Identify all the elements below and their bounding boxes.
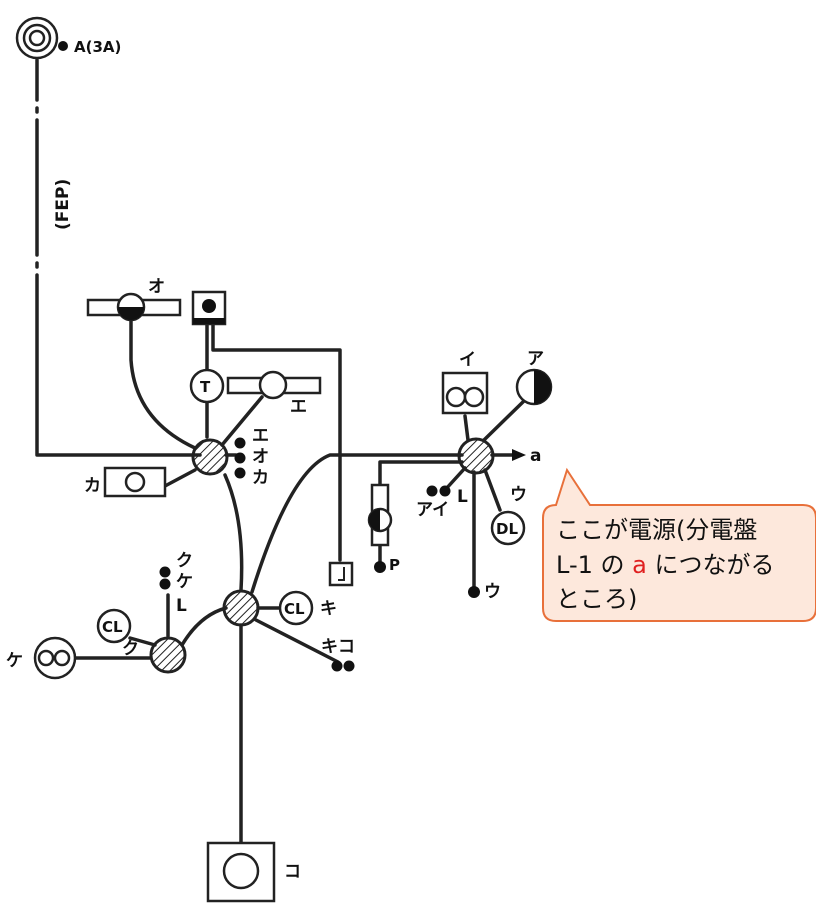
ceiling-light-ki: CL キ bbox=[278, 590, 337, 626]
fixture-i: イ bbox=[441, 350, 489, 415]
fluorescent-fixture-e: エ bbox=[226, 370, 322, 417]
switch-group-ail: アイ L bbox=[416, 485, 468, 520]
label-p: P bbox=[389, 556, 400, 574]
label-ku2: ク bbox=[122, 639, 139, 659]
symbol-cl-ku: CL bbox=[102, 618, 123, 636]
label-ko: コ bbox=[284, 862, 301, 882]
junction-box-4 bbox=[149, 636, 187, 674]
label-i-top: イ bbox=[459, 350, 476, 370]
label-a-top: ア bbox=[527, 349, 544, 369]
callout-line-2: L-1 の a につながる bbox=[556, 551, 775, 579]
fixture-ke: ケ bbox=[6, 636, 77, 680]
switch-u bbox=[468, 586, 480, 598]
label-o-top: オ bbox=[148, 277, 165, 297]
label-kiko: キコ bbox=[321, 637, 355, 657]
label-u-bottom: ウ bbox=[484, 582, 501, 602]
ceiling-fixture-a3a: A(3A) bbox=[15, 16, 121, 60]
callout-line-1: ここが電源(分電盤 bbox=[556, 516, 757, 544]
label-sw-ai: アイ bbox=[416, 500, 449, 520]
fluorescent-fixture-o: オ bbox=[86, 277, 182, 322]
label-sw-ka: カ bbox=[252, 468, 269, 488]
label-ki: キ bbox=[320, 599, 337, 619]
label-sw-l: L bbox=[457, 487, 468, 507]
switch-group-eoka: エ オ カ bbox=[234, 426, 269, 488]
label-fep: (FEP) bbox=[53, 179, 73, 230]
callout-power-source: ここが電源(分電盤 L-1 の a につながる ところ) bbox=[542, 467, 816, 622]
fixture-ko: コ bbox=[206, 841, 301, 903]
label-u-dl: ウ bbox=[510, 485, 527, 505]
wires bbox=[35, 58, 527, 845]
switch-group-kukel: ク ケ L bbox=[159, 551, 193, 616]
callout-line-3: ところ) bbox=[556, 585, 637, 613]
outlet-box bbox=[191, 290, 227, 326]
feed-arrow-icon bbox=[512, 449, 526, 461]
timer-switch-t: T bbox=[189, 368, 225, 404]
downlight-dl: DL ウ bbox=[490, 485, 527, 546]
label-ke-left: ケ bbox=[6, 651, 23, 671]
label-ke1: ケ bbox=[176, 572, 193, 592]
label-e-mid: エ bbox=[290, 397, 307, 417]
fluorescent-fixture-p: P bbox=[367, 483, 400, 574]
label-l1: L bbox=[176, 596, 187, 616]
symbol-cl-ki: CL bbox=[284, 600, 305, 618]
label-sw-o: オ bbox=[252, 447, 269, 467]
label-ku1: ク bbox=[176, 551, 193, 571]
junction-box-3 bbox=[222, 589, 260, 627]
label-ka-left: カ bbox=[84, 476, 101, 496]
junction-box-2 bbox=[457, 437, 495, 475]
symbol-t: T bbox=[200, 378, 211, 396]
label-a-feed: a bbox=[530, 446, 541, 466]
label-sw-e: エ bbox=[252, 426, 269, 446]
fixture-a: ア bbox=[515, 349, 553, 406]
symbol-dl: DL bbox=[496, 520, 518, 538]
ceiling-light-ku: CL ク bbox=[96, 608, 139, 659]
label-a3a: A(3A) bbox=[74, 38, 121, 56]
fixture-ka: カ bbox=[84, 466, 167, 498]
small-outlet-box bbox=[328, 561, 354, 587]
switch-group-kiko: キコ bbox=[321, 637, 355, 672]
junction-box-1 bbox=[191, 438, 229, 476]
